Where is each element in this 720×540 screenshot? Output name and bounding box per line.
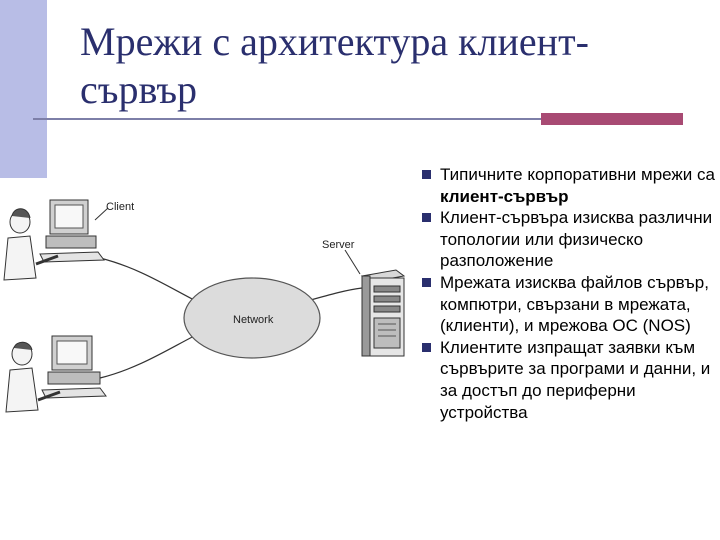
- decorative-side-bar: [0, 0, 47, 178]
- title-divider: [33, 118, 683, 120]
- square-bullet-icon: [422, 213, 431, 223]
- network-ellipse: [183, 277, 321, 359]
- square-bullet-icon: [422, 170, 431, 179]
- slide-title: Мрежи с архитектура клиент-сървър: [80, 19, 589, 112]
- server-label-pointer: [344, 249, 361, 275]
- bullet-item-2: Клиент-сървъра изисква различни топологи…: [422, 207, 720, 272]
- client2-connection-line: [99, 332, 201, 379]
- client-computer-2-icon: [5, 335, 107, 413]
- bullet-text-4: Клиентите изпращат заявки към сървърите …: [440, 337, 711, 422]
- server-label: Server: [322, 239, 355, 251]
- client1-connection-line: [99, 257, 201, 304]
- client-server-diagram: Network Client Server: [3, 199, 406, 413]
- client-label-pointer: [94, 207, 109, 221]
- title-divider-accent: [541, 113, 683, 125]
- bullet-text-2: Клиент-сървъра изисква различни топологи…: [440, 208, 713, 271]
- bullet-item-3: Мрежата изисква файлов сървър, компютри,…: [422, 272, 720, 337]
- bullet-text-1: Типичните корпоративни мрежи са: [440, 165, 715, 184]
- bullet-list: Типичните корпоративни мрежи са клиент-с…: [422, 164, 720, 423]
- server-tower-icon: [360, 269, 406, 357]
- client-label: Client: [106, 201, 134, 213]
- bullet-item-1: Типичните корпоративни мрежи са клиент-с…: [422, 164, 720, 207]
- bullet-item-4: Клиентите изпращат заявки към сървърите …: [422, 337, 720, 423]
- square-bullet-icon: [422, 342, 431, 352]
- bullet-text-3: Мрежата изисква файлов сървър, компютри,…: [440, 272, 709, 336]
- square-bullet-icon: [422, 277, 431, 287]
- bullet-text-1-bold: клиент-сървър: [440, 186, 569, 206]
- client-computer-1-icon: [3, 199, 105, 281]
- network-label: Network: [233, 314, 274, 326]
